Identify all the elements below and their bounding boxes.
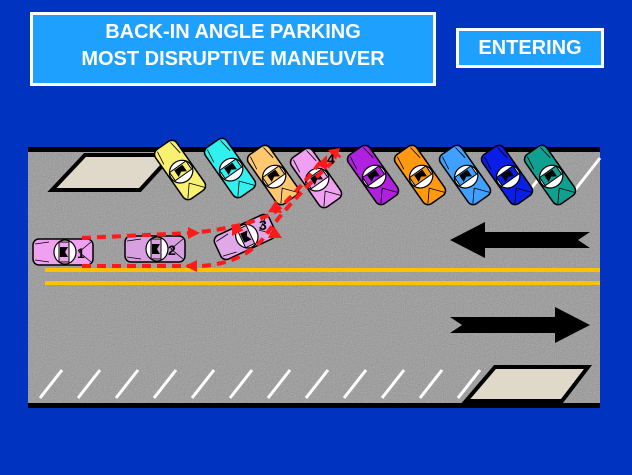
entering-badge: ENTERING xyxy=(456,28,604,68)
step-label-4: 4 xyxy=(327,151,335,167)
center-line-lower xyxy=(45,281,600,285)
title-banner: BACK-IN ANGLE PARKING MOST DISRUPTIVE MA… xyxy=(30,12,436,86)
title-line-1: BACK-IN ANGLE PARKING xyxy=(105,21,361,43)
center-line-upper xyxy=(45,268,600,272)
sidewalk-pad-bottom xyxy=(461,365,593,403)
sidewalk-pad-top xyxy=(47,153,177,192)
step-label-1: 1 xyxy=(77,245,85,261)
step-label-3: 3 xyxy=(259,217,267,233)
step-label-2: 2 xyxy=(168,242,176,258)
maneuver-car-step-2 xyxy=(124,235,186,263)
curb-bottom xyxy=(28,403,600,408)
bottom-stall-lines xyxy=(38,369,482,399)
curb-top xyxy=(28,147,600,152)
title-line-2: MOST DISRUPTIVE MANEUVER xyxy=(81,48,385,70)
arrow-right-icon xyxy=(450,307,590,343)
arrow-left-icon xyxy=(450,222,590,258)
path-arrowheads xyxy=(185,148,340,272)
